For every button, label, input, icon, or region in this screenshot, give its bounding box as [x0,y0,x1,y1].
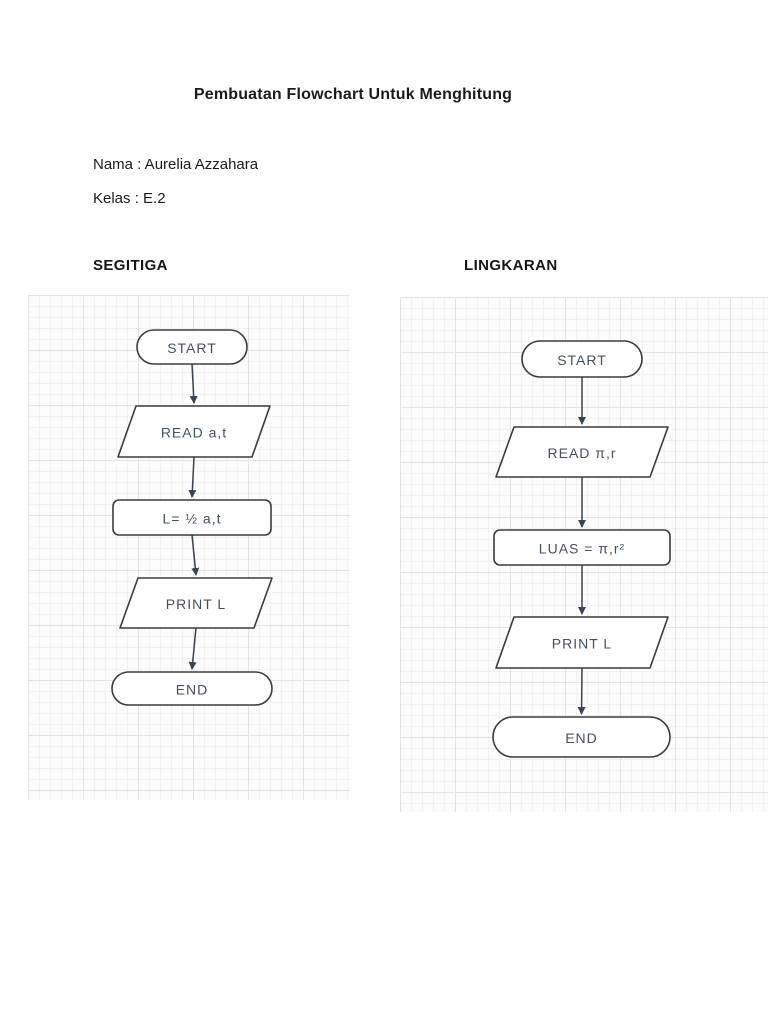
student-class-line: Kelas : E.2 [93,190,166,207]
flowchart-node-label: L= ½ a,t [163,511,222,527]
flow-arrow [188,456,197,498]
section-heading-segitiga: SEGITIGA [93,257,168,274]
flowchart-node-label: START [167,340,217,356]
flowchart-node-io: READ a,t [117,405,271,458]
flowchart-node-process: LUAS = π,r² [493,529,671,566]
flowchart-node-terminator: START [521,340,643,378]
flowchart-node-io: READ π,r [495,426,669,478]
flow-arrow [189,363,198,404]
flowchart-node-label: LUAS = π,r² [539,541,625,557]
flow-arrow [188,627,197,670]
page-title: Pembuatan Flowchart Untuk Menghitung [193,86,513,103]
flowchart-node-process: L= ½ a,t [112,499,272,536]
flowchart-node-terminator: END [111,671,273,706]
flowchart-node-terminator: END [492,716,671,758]
flowchart-node-label: END [176,682,209,698]
flowchart-node-label: END [565,730,598,746]
flowchart-node-terminator: START [136,329,248,365]
flowchart-node-label: PRINT L [552,636,612,652]
flowchart-node-label: START [557,352,607,368]
flowchart-node-label: READ a,t [161,425,227,441]
flow-arrow [191,534,200,576]
flowchart-node-io: PRINT L [119,577,273,629]
student-name-line: Nama : Aurelia Azzahara [93,156,259,173]
flowchart-node-label: PRINT L [166,596,226,612]
flowchart-node-label: READ π,r [548,445,617,461]
flowchart-node-io: PRINT L [495,616,669,669]
flow-arrow [577,667,586,715]
section-heading-lingkaran: LINGKARAN [464,257,558,274]
